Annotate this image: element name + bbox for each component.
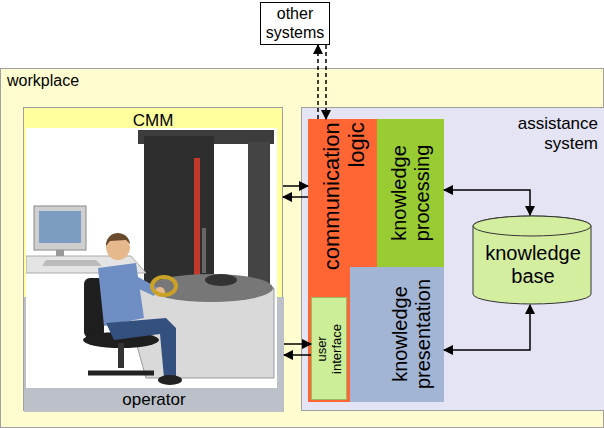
chair-post [118,343,124,368]
interface-box: user interface [311,297,347,400]
node-label: user interface [315,314,345,384]
node-label: knowledge presentation [388,272,434,397]
monitor-screen [39,211,81,243]
gold-ring-part [152,277,176,295]
operator-hair [106,233,130,246]
node-label: workplace [7,72,79,90]
node-label: knowledge processing [388,138,434,248]
machine-strip [194,158,200,278]
operator-legs [106,318,176,378]
node-label: assistance system [506,114,598,153]
external-system-box: other systems [260,2,330,45]
connector-arrow [284,354,311,356]
node-label: knowledge base [480,242,586,288]
keyboard [42,260,102,266]
node-label: CMM [133,111,174,131]
machine-tower [144,136,214,296]
presentation-block: knowledge presentation [350,267,444,402]
cylinder-body [473,216,591,304]
node-label: other systems [264,5,326,42]
operator-torso [98,263,144,326]
chair-base [88,371,154,376]
cylinder-top [473,216,591,236]
database-cylinder: knowledge base [472,215,594,305]
node-label: operator [122,390,185,410]
monitor [34,206,86,250]
granite-table [149,274,273,302]
probe-stylus [202,228,206,273]
operator-shoe [158,375,182,385]
photo-ground [26,128,277,388]
workpiece [205,274,237,286]
monitor-stand [56,250,64,256]
connector-arrow [283,196,308,198]
node-label: communication logic [319,122,370,292]
connector-arrow [284,343,311,345]
connector-arrow [283,185,308,187]
assistance-system-box: assistance system communication logic user… [301,107,604,411]
machine-column [248,142,270,292]
cmm-photo [26,128,277,388]
processing-block: knowledge processing [377,119,444,267]
